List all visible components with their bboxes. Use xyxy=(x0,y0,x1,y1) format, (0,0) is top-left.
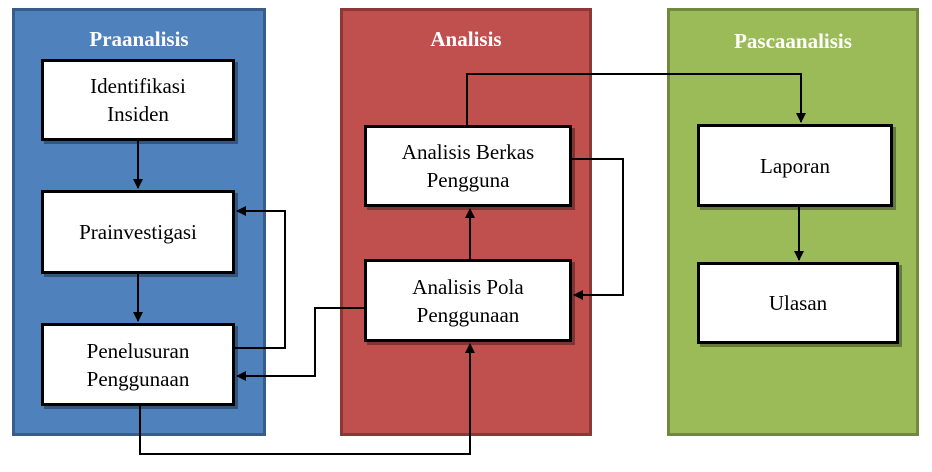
analisis-berkas-pengguna-box: Analisis Berkas Pengguna xyxy=(364,125,572,207)
analisis-pola-penggunaan-box: Analisis Pola Penggunaan xyxy=(364,259,572,342)
ulasan-box: Ulasan xyxy=(697,262,899,344)
identifikasi-insiden-box: Identifikasi Insiden xyxy=(41,59,235,141)
pascaanalisis-title: Pascaanalisis xyxy=(734,29,852,53)
pascaanalisis-phase: Pascaanalisis xyxy=(667,8,919,436)
laporan-box: Laporan xyxy=(697,124,893,207)
praanalisis-title: Praanalisis xyxy=(89,27,189,51)
analisis-phase: Analisis xyxy=(340,8,592,436)
penelusuran-penggunaan-box: Penelusuran Penggunaan xyxy=(41,323,235,406)
prainvestigasi-box: Prainvestigasi xyxy=(41,190,235,274)
analisis-title: Analisis xyxy=(430,27,502,51)
